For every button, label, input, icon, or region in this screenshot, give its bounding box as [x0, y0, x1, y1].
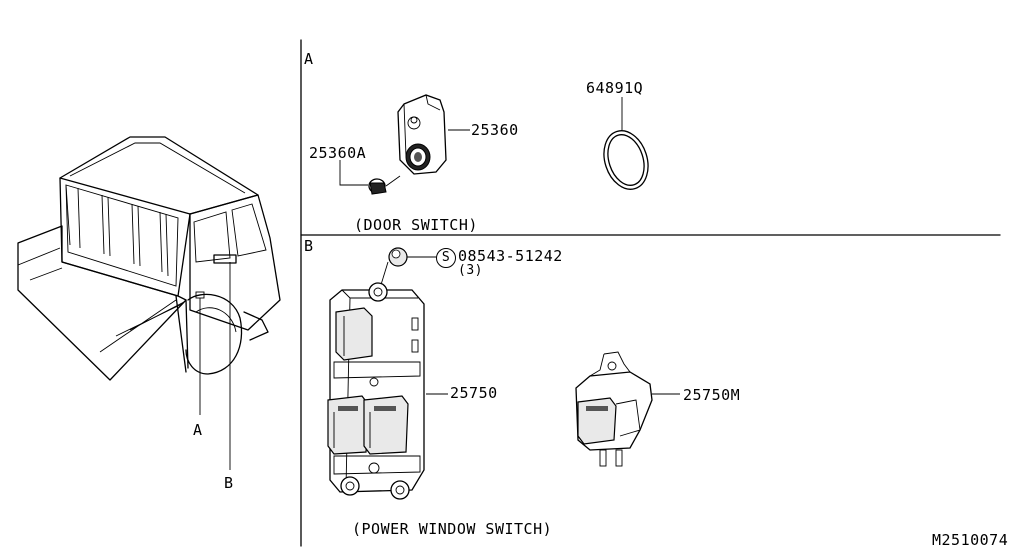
- part-number-bolt: 08543-51242: [458, 247, 563, 265]
- part-number-door-switch: 25360: [471, 121, 519, 139]
- part-number-screw: 25360A: [309, 144, 367, 162]
- part-number-seal: 64891Q: [586, 79, 644, 97]
- bolt-symbol: S: [436, 248, 456, 268]
- section-b-letter: B: [304, 237, 314, 255]
- part-number-sub-switch: 25750M: [683, 386, 741, 404]
- diagram-id: M2510074: [932, 531, 1009, 549]
- door-handle-b: [213, 254, 237, 264]
- sub-switch-part: [575, 351, 680, 467]
- main-switch-part: [327, 282, 448, 500]
- part-number-main-switch: 25750: [450, 384, 498, 402]
- screw-part: [339, 160, 401, 195]
- section-b-caption: (POWER WINDOW SWITCH): [352, 520, 553, 538]
- vehicle-illustration: [17, 136, 281, 470]
- seal-ring-part: [603, 97, 649, 190]
- bolt-part: [379, 247, 436, 289]
- vehicle-callout-a: A: [193, 421, 203, 439]
- door-switch-part: [397, 94, 470, 175]
- section-a-letter: A: [304, 50, 314, 68]
- vehicle-callout-b: B: [224, 474, 234, 492]
- section-a-caption: (DOOR SWITCH): [354, 216, 478, 234]
- bolt-quantity: (3): [458, 263, 483, 278]
